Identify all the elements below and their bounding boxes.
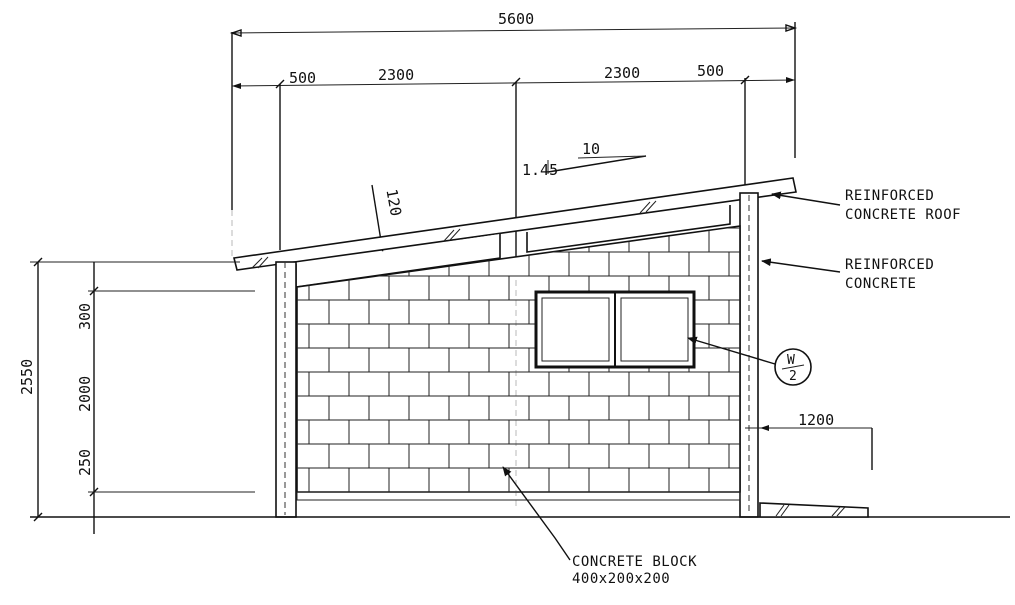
concrete-roof-slab	[233, 177, 797, 271]
right-span-label: 2300	[604, 64, 640, 82]
window-tag-letter: W	[787, 353, 795, 368]
left-column	[275, 261, 297, 518]
slope-run-label: 10	[582, 140, 600, 158]
roof-note: REINFORCED CONCRETE ROOF	[771, 188, 961, 223]
total-height-label: 2550	[18, 359, 36, 395]
left-overhang-label: 500	[289, 69, 316, 87]
block-note-line1: CONCRETE BLOCK	[572, 554, 697, 570]
column-note: REINFORCED CONCRETE	[761, 257, 934, 292]
column-note-line1: REINFORCED	[845, 257, 934, 273]
ground-line	[30, 502, 1010, 518]
reference-lines	[231, 210, 517, 510]
left-span-label: 2300	[378, 66, 414, 84]
roof-thickness-label: 120	[382, 188, 404, 218]
height-dimensions: 2550 300 2000 250	[18, 257, 255, 534]
span-dimension-chain: 500 2300 2300 500	[231, 62, 796, 280]
overall-width-label: 5600	[498, 10, 534, 28]
block-note-line2: 400x200x200	[572, 571, 670, 587]
door-width-dimension: 1200	[745, 411, 873, 470]
window-opening	[534, 290, 696, 369]
roof-note-line1: REINFORCED	[845, 188, 934, 204]
column-note-line2: CONCRETE	[845, 276, 916, 292]
window-height-label: 2000	[76, 376, 94, 412]
roof-note-line2: CONCRETE ROOF	[845, 207, 961, 223]
overall-width-dimension: 5600	[229, 10, 798, 210]
window-tag-number: 2	[789, 369, 797, 384]
window-tag: W 2	[687, 336, 812, 386]
door-width-label: 1200	[798, 411, 834, 429]
upper-height-label: 300	[76, 303, 94, 330]
slope-rise-label: 1.45	[522, 161, 558, 179]
lower-height-label: 250	[76, 449, 94, 476]
roof-slope-indicator: 1.45 10	[522, 140, 647, 179]
right-overhang-label: 500	[697, 62, 724, 80]
block-note: CONCRETE BLOCK 400x200x200	[502, 466, 697, 587]
